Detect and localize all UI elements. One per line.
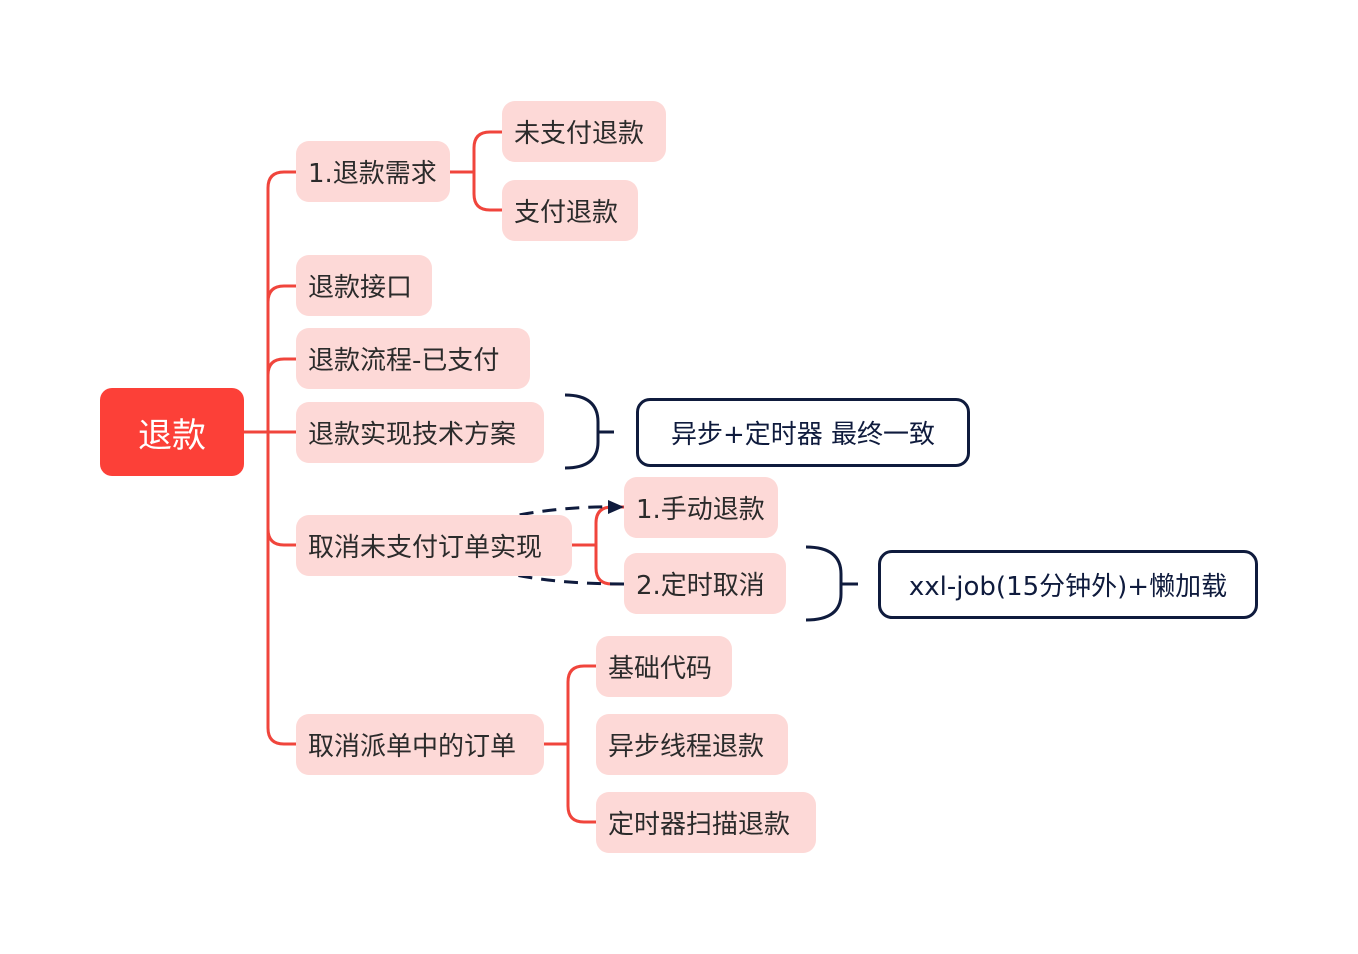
subtopic-base-code[interactable]: 基础代码 — [596, 636, 732, 697]
branch-cancel-unpaid[interactable]: 取消未支付订单实现 — [296, 515, 572, 576]
branch-refund-requirements[interactable]: 1.退款需求 — [296, 141, 450, 202]
cancel-summary-note[interactable]: xxl-job(15分钟外)+懒加载 — [878, 550, 1258, 619]
branch-refund-tech[interactable]: 退款实现技术方案 — [296, 402, 544, 463]
branch-cancel-dispatch[interactable]: 取消派单中的订单 — [296, 714, 544, 775]
root-topic[interactable]: 退款 — [100, 388, 244, 476]
trunk-line — [266, 170, 296, 746]
subtopic-timer-scan-refund[interactable]: 定时器扫描退款 — [596, 792, 816, 853]
cancel-unpaid-children-line — [594, 505, 624, 586]
branch-connector-flow — [266, 357, 296, 376]
subtopic-paid-refund[interactable]: 支付退款 — [502, 180, 638, 241]
subtopic-manual-refund[interactable]: 1.手动退款 — [624, 477, 778, 538]
branch-connector-api — [266, 284, 296, 303]
subtopic-scheduled-cancel[interactable]: 2.定时取消 — [624, 553, 786, 614]
tech-summary-note[interactable]: 异步+定时器 最终一致 — [636, 398, 970, 467]
subtopic-async-refund[interactable]: 异步线程退款 — [596, 714, 788, 775]
subtopic-unpaid-refund[interactable]: 未支付退款 — [502, 101, 666, 162]
relationship-arrow-head — [608, 500, 624, 514]
req-children-line — [472, 130, 502, 212]
branch-refund-flow[interactable]: 退款流程-已支付 — [296, 328, 530, 389]
branch-refund-api[interactable]: 退款接口 — [296, 255, 432, 316]
cancel-dispatch-children-line — [566, 664, 596, 824]
cancel-summary-brace — [805, 545, 858, 622]
branch-connector-cancel-unpaid — [266, 528, 296, 547]
tech-summary-brace — [564, 393, 614, 470]
